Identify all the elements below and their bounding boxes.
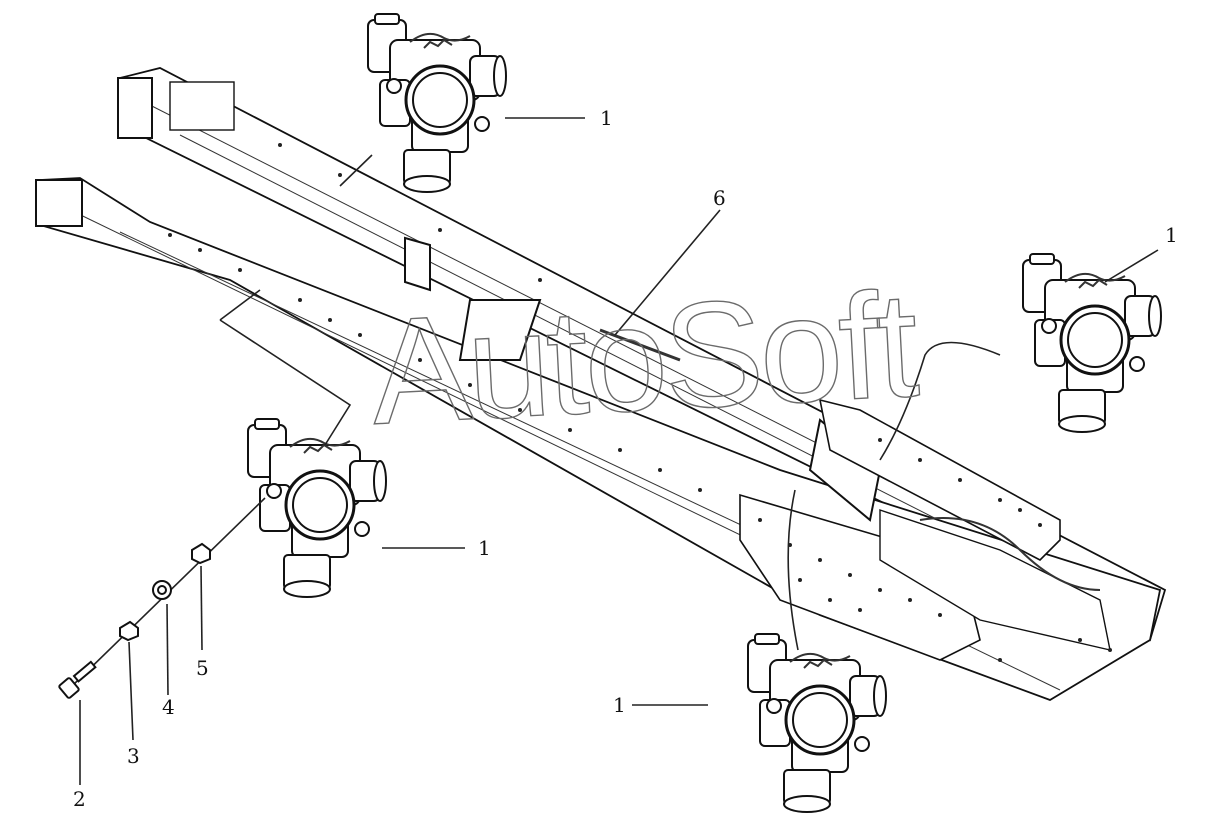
nut-icon xyxy=(119,620,139,642)
valve-part-1-bottom xyxy=(746,632,888,814)
watermark-text: AutoSoft xyxy=(367,259,922,455)
leader-lines xyxy=(219,117,1159,706)
bolt-icon xyxy=(58,677,80,699)
callout-1-top: 1 xyxy=(600,106,613,130)
rivet-dots xyxy=(168,143,1112,662)
valve-part-1-top xyxy=(366,12,508,194)
callout-5: 5 xyxy=(196,656,209,680)
valve-part-1-right xyxy=(1021,252,1163,434)
valve-part-1-left xyxy=(246,417,388,599)
callout-3: 3 xyxy=(127,744,140,768)
fastener-set xyxy=(58,497,266,785)
locknut-icon xyxy=(191,542,211,565)
chassis-frame xyxy=(35,67,1167,701)
callout-2: 2 xyxy=(73,787,86,811)
callout-1-bottom: 1 xyxy=(613,693,626,717)
callout-6: 6 xyxy=(713,186,726,210)
callout-4: 4 xyxy=(162,695,175,719)
callout-1-right: 1 xyxy=(1165,223,1178,247)
callout-1-left: 1 xyxy=(478,536,491,560)
